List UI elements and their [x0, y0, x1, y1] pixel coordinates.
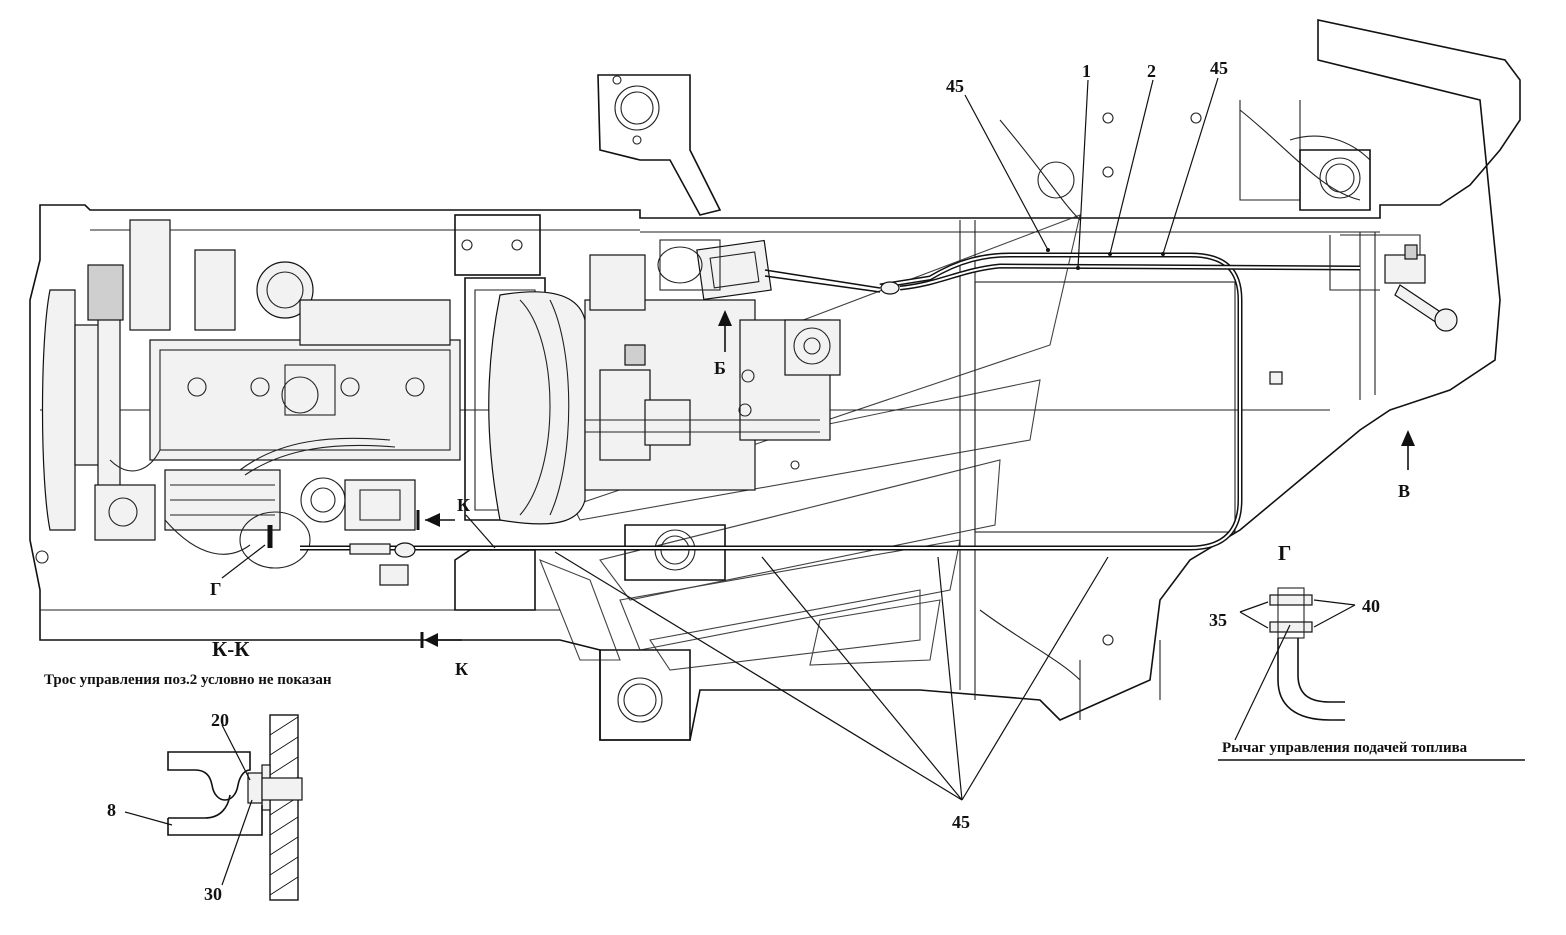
bell-housing: [454, 214, 586, 611]
engine: [41, 219, 461, 586]
label-view-g-marker: Г: [210, 579, 221, 599]
label-pos-45-bottom: 45: [952, 812, 970, 832]
view-v-arrow: [1401, 430, 1415, 470]
label-pos-45-top-left: 45: [946, 76, 964, 96]
view-g-detail: [1218, 587, 1525, 761]
label-pos-30: 30: [204, 884, 222, 904]
section-k-lower-arrow: [420, 632, 462, 648]
section-kk-detail: [124, 714, 303, 901]
label-pos-20: 20: [211, 710, 229, 730]
label-view-v: В: [1398, 481, 1410, 501]
label-pos-2: 2: [1147, 61, 1156, 81]
view-b-arrow: [718, 310, 732, 352]
label-view-b: Б: [714, 358, 726, 378]
label-pos-8: 8: [107, 800, 116, 820]
leader-lines: [221, 77, 1219, 801]
label-pos-1: 1: [1082, 61, 1091, 81]
control-cable: [267, 234, 1458, 558]
label-section-k-upper: К: [457, 495, 470, 515]
gearbox: [584, 239, 841, 491]
section-k-upper-arrow: [416, 510, 455, 530]
label-pos-35: 35: [1209, 610, 1227, 630]
view-g-caption: Рычаг управления подачей топлива: [1222, 740, 1468, 756]
label-section-k-lower: К: [455, 659, 468, 679]
view-g-title: Г: [1278, 541, 1291, 565]
label-pos-45-top-right: 45: [1210, 58, 1228, 78]
label-pos-40: 40: [1362, 596, 1380, 616]
tank-box: [974, 281, 1236, 533]
section-kk-title: К-К: [212, 637, 250, 661]
section-kk-note: Трос управления поз.2 условно не показан: [44, 672, 332, 688]
labels: 45 1 2 45 45 Б В Г К К К-К Трос управлен…: [44, 58, 1468, 904]
